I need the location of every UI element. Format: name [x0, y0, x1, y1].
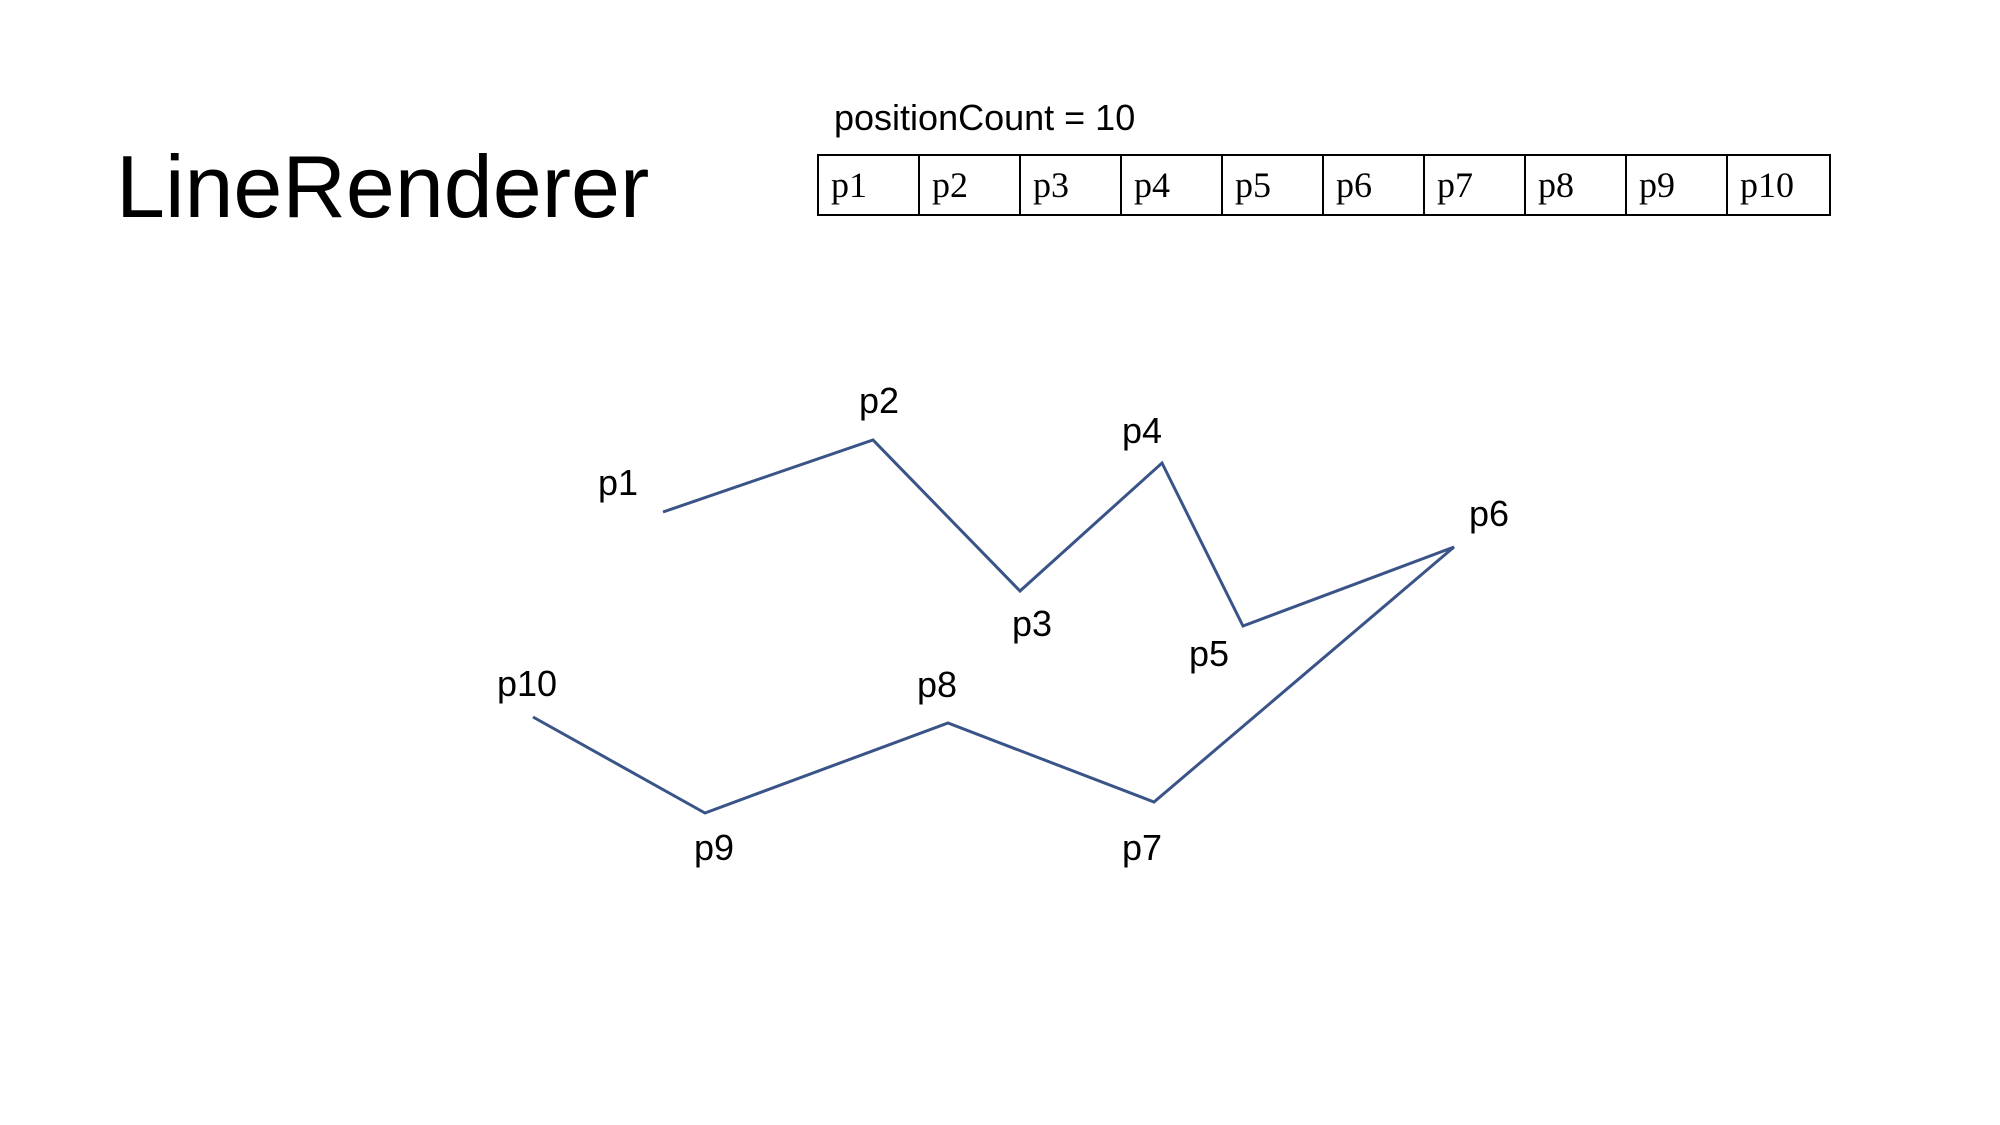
diagram-title: LineRenderer	[116, 137, 650, 236]
array-cell: p4	[1122, 156, 1223, 214]
array-cell: p5	[1223, 156, 1324, 214]
array-cell: p2	[920, 156, 1021, 214]
point-label-p8: p8	[917, 664, 957, 705]
array-cell: p3	[1021, 156, 1122, 214]
point-label-p1: p1	[598, 462, 638, 503]
point-label-p9: p9	[694, 827, 734, 868]
position-count-label: positionCount = 10	[834, 97, 1136, 138]
array-cell: p10	[1740, 165, 1794, 205]
line-renderer-path	[532, 438, 1455, 815]
array-cell: p6	[1324, 156, 1425, 214]
array-cell: p8	[1526, 156, 1627, 214]
point-label-p4: p4	[1122, 410, 1162, 451]
array-cell: p9	[1627, 156, 1728, 214]
array-cell: p1	[819, 156, 920, 214]
point-label-p10: p10	[497, 663, 557, 704]
point-label-p2: p2	[859, 380, 899, 421]
point-label-p3: p3	[1012, 603, 1052, 644]
array-cell: p7	[1425, 156, 1526, 214]
point-label-p6: p6	[1469, 493, 1509, 534]
point-label-p5: p5	[1189, 633, 1229, 674]
positions-array: p1 p2 p3 p4 p5 p6 p7 p8 p9 p10	[817, 154, 1831, 216]
point-label-p7: p7	[1122, 827, 1162, 868]
